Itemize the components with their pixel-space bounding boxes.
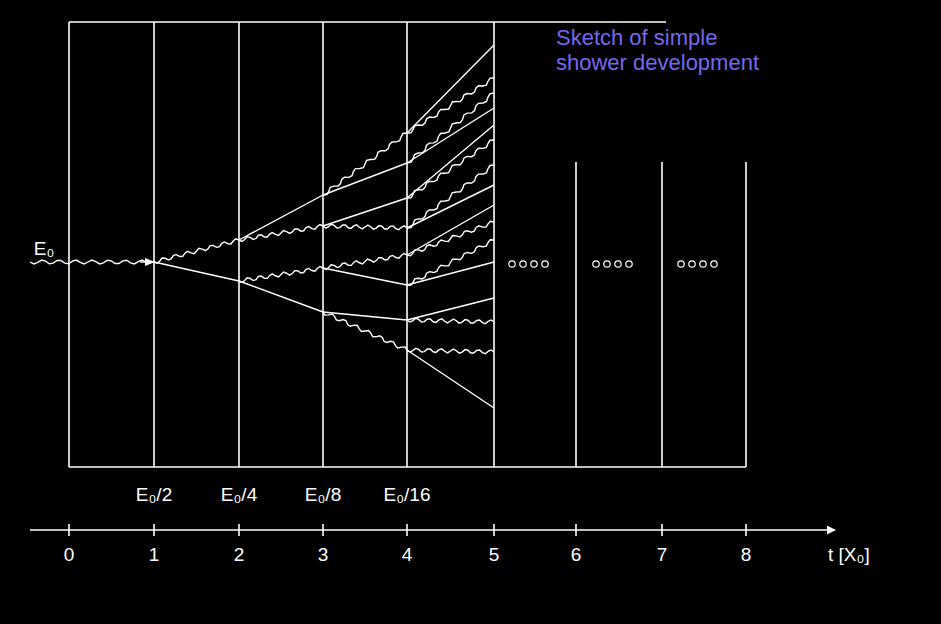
energy-label: E₀/4 [221,484,257,506]
energy-label: E₀/8 [305,484,341,506]
continuation-dots [509,261,717,267]
axis-tick-number: 4 [402,544,413,566]
axis-tick-number: 1 [149,544,160,566]
axis-title: t [X₀] [828,544,870,566]
energy-label: E₀ [34,238,55,260]
axis-tick-number: 5 [489,544,500,566]
axis-tick-number: 2 [234,544,245,566]
shower-tracks [30,45,494,408]
axis-tick-number: 7 [657,544,668,566]
axis-tick-number: 3 [318,544,329,566]
diagram-title: Sketch of simple shower development [556,25,778,76]
axis-tick-number: 6 [571,544,582,566]
frame [69,22,746,467]
energy-label: E₀/2 [136,484,172,506]
energy-label: E₀/16 [384,484,431,506]
axis-tick-number: 0 [64,544,75,566]
time-axis [30,524,835,536]
axis-tick-number: 8 [741,544,752,566]
